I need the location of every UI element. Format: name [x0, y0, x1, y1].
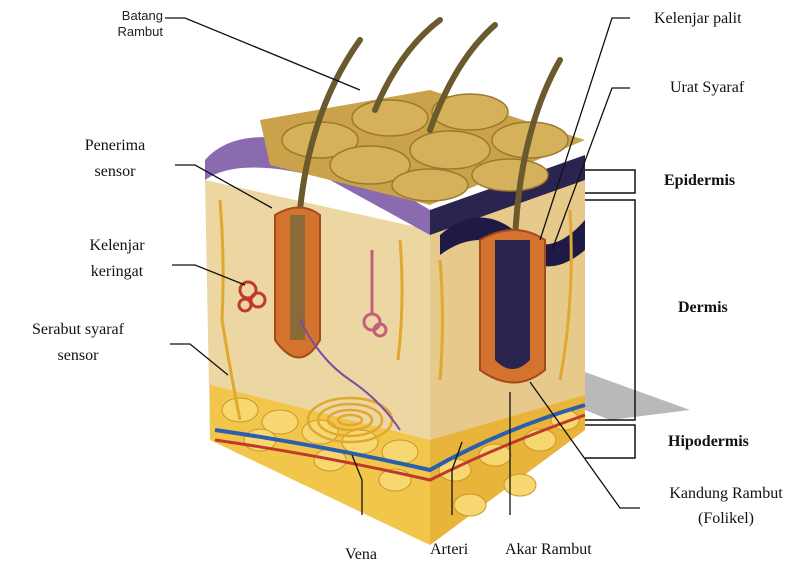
label-epidermis: Epidermis	[664, 171, 735, 191]
label-kelenjar-line1: Kelenjar	[62, 236, 172, 256]
label-serabut-line2: sensor	[8, 346, 148, 366]
label-kelenjar-keringat: Kelenjar keringat	[62, 236, 172, 282]
hair-bulb-right	[495, 240, 530, 369]
label-kandung-line2: (Folikel)	[650, 509, 802, 529]
label-penerima-line1: Penerima	[60, 136, 170, 156]
label-urat-syaraf: Urat Syaraf	[670, 78, 744, 98]
label-serabut-line1: Serabut syaraf	[8, 320, 148, 340]
label-kandung-line1: Kandung Rambut	[650, 484, 802, 504]
label-kelenjar-line2: keringat	[62, 262, 172, 282]
label-batang-rambut-line2: Rambut	[85, 24, 163, 40]
label-akar-rambut: Akar Rambut	[505, 540, 592, 560]
label-kelenjar-palit: Kelenjar palit	[654, 9, 742, 29]
label-serabut-syaraf-sensor: Serabut syaraf sensor	[8, 320, 148, 366]
label-vena: Vena	[345, 545, 377, 565]
label-penerima-sensor: Penerima sensor	[60, 136, 170, 182]
hair-root-left	[290, 215, 305, 340]
label-arteri: Arteri	[430, 540, 468, 560]
label-batang-rambut: Batang Rambut	[85, 8, 163, 40]
label-dermis: Dermis	[678, 298, 728, 318]
block-shadow	[585, 372, 690, 420]
label-kandung-rambut: Kandung Rambut (Folikel)	[650, 484, 802, 529]
label-batang-rambut-line1: Batang	[85, 8, 163, 24]
label-penerima-line2: sensor	[60, 162, 170, 182]
label-hipodermis: Hipodermis	[668, 432, 749, 452]
